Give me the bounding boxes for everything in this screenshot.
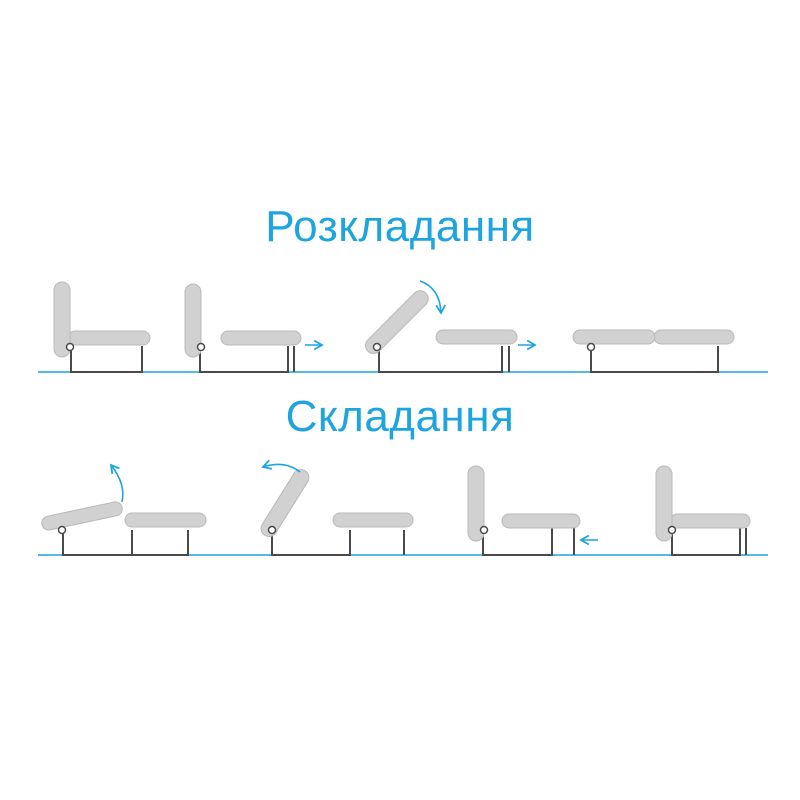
curved-arrow-icon	[419, 280, 446, 315]
backrest-cushion	[53, 281, 71, 358]
unfold-stage-4	[572, 329, 735, 373]
unfolding-title: Розкладання	[265, 202, 535, 251]
seat-cushion	[435, 329, 518, 345]
seat-cushion	[653, 329, 735, 345]
backrest-cushion	[365, 290, 429, 354]
unfold-stage-2	[184, 283, 324, 373]
curved-arrow-icon	[261, 459, 301, 473]
pivot-icon	[196, 342, 206, 352]
curved-arrow-icon	[109, 463, 124, 503]
fold-stage-4	[655, 465, 751, 556]
pivot-icon	[372, 342, 382, 352]
seat-cushion	[220, 330, 302, 346]
unfold-stage-3	[365, 280, 537, 373]
pivot-icon	[57, 525, 67, 535]
seat-cushion	[501, 513, 581, 529]
pivot-icon	[65, 342, 75, 352]
pivot-icon	[667, 525, 677, 535]
pivot-icon	[267, 525, 277, 535]
backrest-cushion	[572, 329, 656, 345]
backrest-cushion	[655, 465, 673, 542]
fold-stage-1	[41, 463, 207, 556]
backrest-cushion	[184, 283, 202, 358]
pivot-icon	[586, 342, 596, 352]
fold-stage-2	[260, 459, 414, 556]
seat-cushion	[332, 512, 414, 528]
backrest-cushion	[260, 469, 310, 537]
fold-stage-3	[467, 465, 598, 556]
seat-cushion	[669, 513, 751, 529]
pivot-icon	[479, 525, 489, 535]
seat-cushion	[124, 512, 207, 528]
backrest-cushion	[467, 465, 485, 542]
seat-cushion	[67, 330, 151, 346]
folding-title: Складання	[285, 392, 515, 441]
unfold-stage-1	[53, 281, 151, 373]
backrest-cushion	[41, 501, 123, 531]
